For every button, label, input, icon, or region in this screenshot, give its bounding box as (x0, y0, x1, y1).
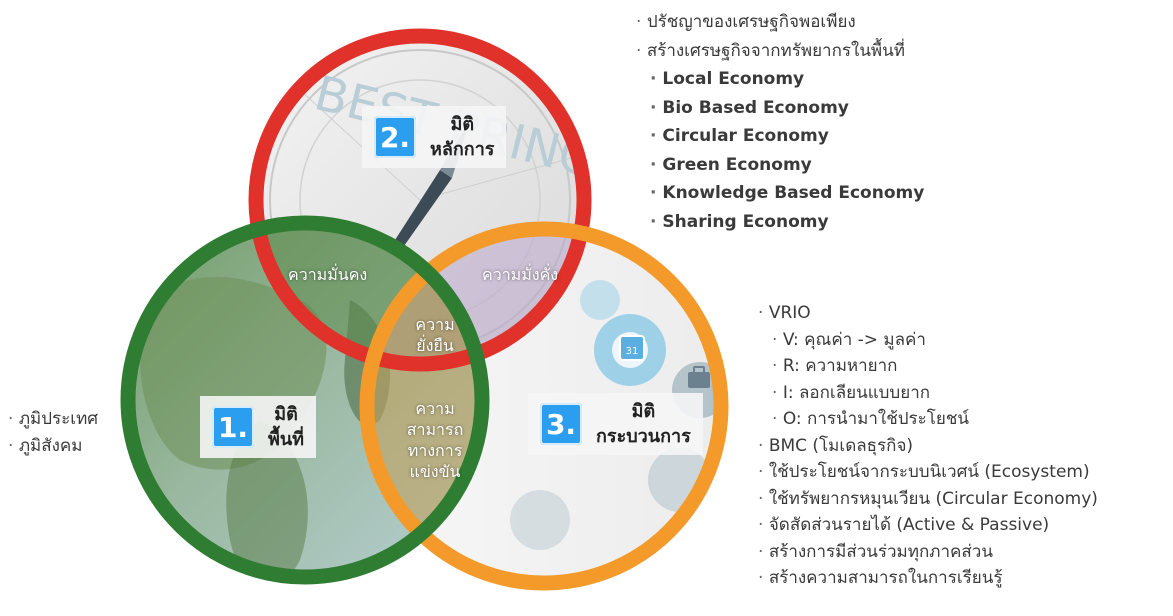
list-item: ใช้ประโยชน์จากระบบนิเวศน์ (Ecosystem) (758, 459, 1098, 486)
list-item: O: การนำมาใช้ประโยชน์ (758, 406, 1098, 433)
list-item: สร้างเศรษฐกิจจากทรัพยากรในพื้นที่ (636, 37, 924, 66)
dimension-principle-label: 2. มิติ หลักการ (362, 106, 507, 168)
list-item: Bio Based Economy (636, 94, 924, 123)
dimension-principle-text: มิติ หลักการ (430, 114, 495, 160)
overlap-wealth-label: ความมั่งคั่ง (482, 265, 559, 284)
list-item: BMC (โมเดลธุรกิจ) (758, 433, 1098, 460)
list-item: ปรัชญาของเศรษฐกิจพอเพียง (636, 8, 924, 37)
list-item: Circular Economy (636, 122, 924, 151)
list-item: Sharing Economy (636, 208, 924, 237)
list-item: Knowledge Based Economy (636, 179, 924, 208)
overlap-security-label: ความมั่นคง (288, 265, 368, 284)
list-item: R: ความหายาก (758, 353, 1098, 380)
process-ring (359, 221, 729, 591)
dimension-process-number: 3. (540, 403, 582, 445)
list-item: จัดสัดส่วนรายได้ (Active & Passive) (758, 512, 1098, 539)
list-item: I: ลอกเลียนแบบยาก (758, 380, 1098, 407)
briefcase-icon (688, 366, 710, 388)
list-item: ภูมิสังคม (8, 433, 98, 460)
list-item: V: คุณค่า -> มูลค่า (758, 327, 1098, 354)
process-list: VRIO V: คุณค่า -> มูลค่า R: ความหายาก I:… (758, 300, 1098, 592)
list-item: VRIO (758, 300, 1098, 327)
overlap-sustainability-label: ความ ยั่งยืน (415, 315, 455, 355)
principle-ring (248, 28, 592, 372)
list-item: ภูมิประเทศ (8, 406, 98, 433)
list-item: Green Economy (636, 151, 924, 180)
list-item: สร้างการมีส่วนร่วมทุกภาคส่วน (758, 539, 1098, 566)
calendar-icon: 31 (619, 335, 645, 361)
list-item: สร้างความสามารถในการเรียนรู้ (758, 565, 1098, 592)
area-ring (120, 215, 490, 585)
dimension-process-text: มิติ กระบวนการ (596, 401, 691, 447)
dimension-area-label: 1. มิติ พื้นที่ (200, 396, 317, 458)
dimension-area-text: มิติ พื้นที่ (268, 404, 305, 450)
svg-text:31: 31 (626, 346, 639, 357)
list-item: ใช้ทรัพยากรหมุนเวียน (Circular Economy) (758, 486, 1098, 513)
overlap-competitiveness-label: ความ สามารถ ทางการ แข่งขัน (406, 399, 464, 481)
list-item: Local Economy (636, 65, 924, 94)
principle-list: ปรัชญาของเศรษฐกิจพอเพียง สร้างเศรษฐกิจจา… (636, 8, 925, 237)
dimension-process-label: 3. มิติ กระบวนการ (528, 393, 703, 455)
dimension-principle-number: 2. (374, 116, 416, 158)
area-list: ภูมิประเทศ ภูมิสังคม (8, 406, 98, 460)
dimension-area-number: 1. (212, 406, 254, 448)
